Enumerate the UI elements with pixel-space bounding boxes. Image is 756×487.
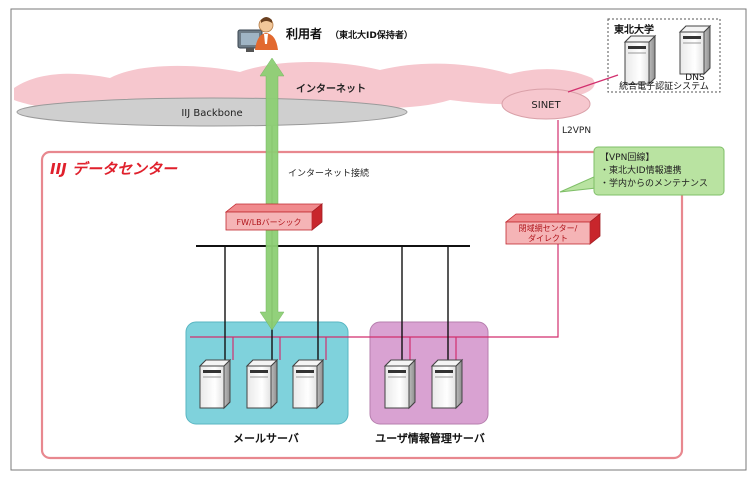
mail-server-icon-1: [199, 359, 231, 409]
user-mgmt-server-label: ユーザ情報管理サーバ: [375, 431, 485, 445]
vpn-note-title: 【VPN回線】: [600, 151, 654, 163]
sinet-university-link: [567, 74, 619, 93]
outer-frame: [10, 8, 747, 471]
user-sublabel: （東北大ID保持者）: [330, 29, 413, 41]
auth-server-icon: [624, 35, 656, 85]
internet-connection-label: インターネット接続: [288, 167, 369, 179]
mail-server-icon-2: [246, 359, 278, 409]
server-vpn-drops: [232, 337, 457, 360]
l2vpn-label: L2VPN: [562, 126, 591, 136]
mail-server-label: メールサーバ: [233, 432, 299, 445]
vpn-note-item-2: ・学内からのメンテナンス: [600, 177, 708, 189]
dns-label: DNS: [685, 73, 705, 83]
backbone-label: IIJ Backbone: [181, 108, 242, 119]
user-mgmt-server-icon-1: [384, 359, 416, 409]
sinet-label: SINET: [531, 100, 561, 111]
vpn-note: [593, 146, 725, 196]
internet-cloud: [14, 62, 595, 110]
user-mgmt-server-icon-2: [431, 359, 463, 409]
server-uplinks: [224, 246, 449, 360]
gateway-label-line2: ダイレクト: [528, 233, 568, 243]
gateway-label-line1: 閉域網センター/: [519, 223, 578, 233]
iij-backbone: [16, 97, 408, 127]
vpn-note-item-1: ・東北大ID情報連携: [600, 164, 682, 176]
internet-label: インターネット: [296, 83, 366, 95]
vpn-callout-pointer: [559, 175, 597, 193]
datacenter-title: IIJ データセンター: [50, 160, 178, 178]
mail-server-icon-3: [292, 359, 324, 409]
datacenter-box: [40, 150, 684, 460]
firewall-device: [224, 203, 324, 231]
vpn-network-line: [190, 232, 559, 338]
sinet-cloud: [501, 88, 591, 120]
gateway-device: [504, 213, 602, 245]
dns-server-icon: [679, 25, 711, 75]
auth-system-label: 統合電子認証システム: [619, 80, 709, 92]
internet-access-arrow: [259, 57, 285, 331]
user-icon: [237, 17, 278, 52]
user-label: 利用者: [286, 26, 322, 41]
university-name: 東北大学: [614, 23, 654, 36]
firewall-label: FW/LBバーシック: [237, 218, 302, 227]
